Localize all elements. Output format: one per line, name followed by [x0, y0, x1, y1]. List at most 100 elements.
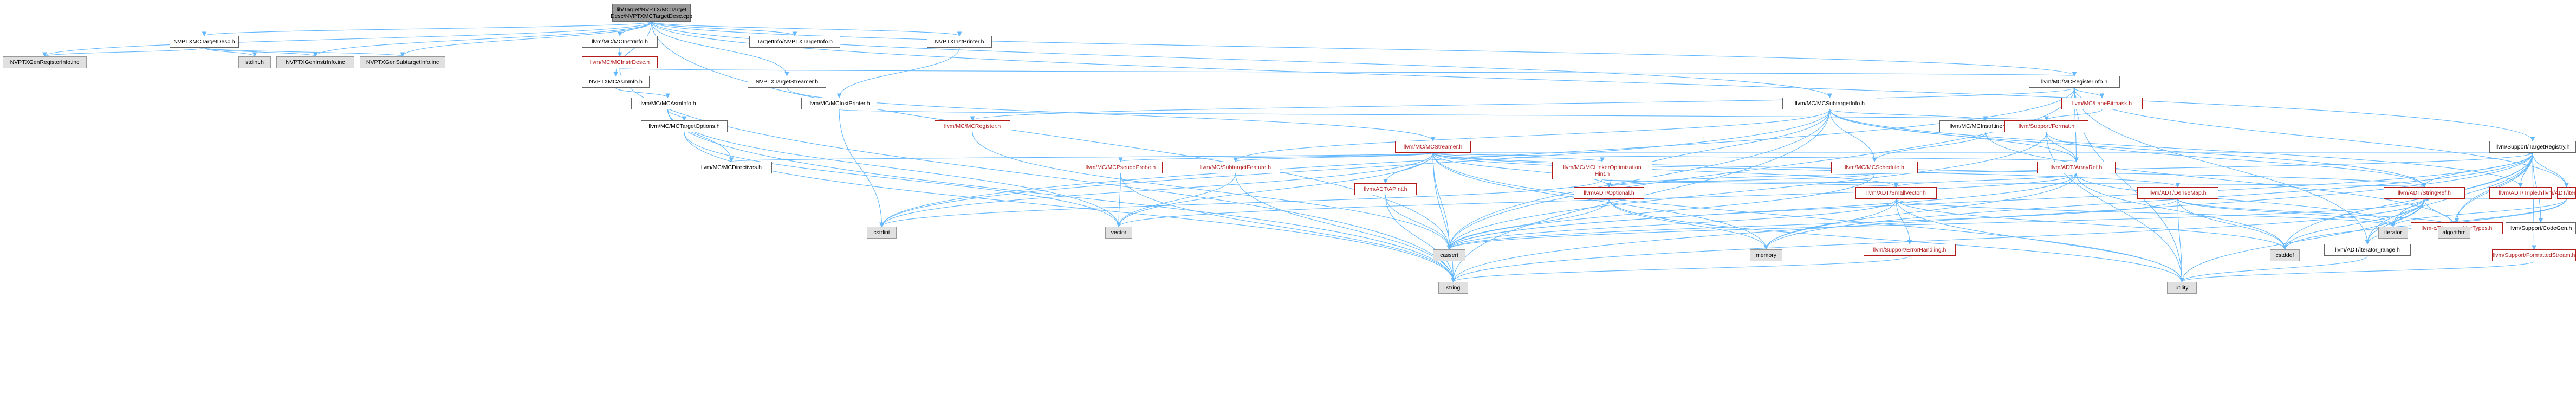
graph-node-fmtstream[interactable]: llvm/Support/FormattedStream.h [2492, 249, 2576, 261]
graph-edge-densemap-to-iterator [2177, 198, 2396, 228]
graph-edge-arrayref-to-cassert [1446, 173, 2077, 250]
graph-edge-arrayref-to-smallvector [1893, 173, 2077, 188]
graph-edge-format-to-cassert [1446, 132, 2047, 250]
graph-node-subfeature[interactable]: llvm/MC/SubtargetFeature.h [1191, 162, 1280, 173]
graph-edge-mcasminfo-to-mctargetopts [667, 109, 687, 121]
graph-edge-root-to-tstreamer [651, 21, 789, 77]
graph-edge-densemap-to-algorithm [2177, 198, 2457, 228]
graph-edge-root-to-cassert [651, 21, 1452, 250]
graph-edge-instprinter-to-mcinstprinter [836, 47, 960, 99]
graph-edge-mcstreamer-to-densemap [1432, 152, 2181, 188]
graph-edge-fmtstream-to-utility [2179, 261, 2535, 283]
graph-edge-subfeature-to-string [1235, 173, 1456, 283]
graph-edge-errorhandling-to-string [1451, 255, 1910, 283]
graph-edge-mcstreamer-to-apint [1383, 152, 1433, 184]
graph-edge-smallvector-to-iterator [1896, 198, 2396, 228]
graph-edge-mcinstrdesc-to-string [619, 68, 1456, 283]
graph-node-lanebitmask[interactable]: llvm/MC/LaneBitmask.h [2061, 98, 2143, 109]
graph-node-mcasminfo[interactable]: llvm/MC/MCAsmInfo.h [631, 98, 704, 109]
graph-edge-arrayref-to-iterator [2075, 173, 2396, 228]
graph-edge-mctargetopts-to-string [684, 132, 1456, 283]
graph-node-densemap[interactable]: llvm/ADT/DenseMap.h [2137, 187, 2218, 199]
graph-node-mcinstrdesc[interactable]: llvm/MC/MCInstrDesc.h [582, 56, 658, 68]
graph-edge-root-to-genreg [42, 21, 652, 57]
graph-node-stringref[interactable]: llvm/ADT/StringRef.h [2384, 187, 2465, 199]
graph-edge-root-to-geninstr [313, 21, 652, 57]
graph-edge-format-to-utility [2046, 132, 2184, 283]
graph-node-mcregister[interactable]: llvm/MC/MCRegister.h [935, 120, 1010, 132]
graph-edge-mcsubtarget-to-mcschedule [1829, 109, 1877, 163]
graph-edge-arrayref-to-memory [1763, 173, 2077, 250]
graph-edge-stringref-to-cstddef [2282, 198, 2425, 250]
graph-node-root[interactable]: lib/Target/NVPTX/MCTarget Desc/NVPTXMCTa… [611, 4, 692, 22]
graph-node-arrayref[interactable]: llvm/ADT/ArrayRef.h [2037, 162, 2116, 173]
graph-node-iterrange[interactable]: llvm/ADT/iterator_range.h [2324, 244, 2411, 256]
graph-node-tstreamer[interactable]: NVPTXTargetStreamer.h [748, 76, 826, 88]
graph-node-mcstreamer[interactable]: llvm/MC/MCStreamer.h [1395, 141, 1471, 153]
graph-node-linkeropt[interactable]: llvm/MC/MCLinkerOptimization Hint.h [1552, 162, 1652, 179]
graph-node-mcreginfo[interactable]: llvm/MC/MCRegisterInfo.h [2029, 76, 2120, 88]
graph-edge-optional-to-memory [1608, 198, 1769, 250]
graph-edge-root-to-nvptxmctd [202, 21, 652, 37]
graph-node-targetreg[interactable]: llvm/Support/TargetRegistry.h [2489, 141, 2576, 153]
graph-edge-mcsubtarget-to-triple [1829, 109, 2523, 188]
graph-edge-mcsubtarget-to-cstdint [879, 109, 1831, 228]
graph-node-mcinstprinter[interactable]: llvm/MC/MCInstPrinter.h [801, 98, 877, 109]
graph-node-triple[interactable]: llvm/ADT/Triple.h [2489, 187, 2552, 199]
graph-edge-mcreginfo-to-mcregister [970, 87, 2075, 121]
graph-edge-targetreg-to-iteratorh [2532, 152, 2569, 188]
graph-node-genreg: NVPTXGenRegisterInfo.inc [3, 56, 87, 68]
graph-edge-format-to-arrayref [2046, 132, 2079, 163]
graph-edge-arrayref-to-cstddef [2075, 173, 2287, 250]
graph-edge-mcschedule-to-optional [1606, 173, 1875, 188]
graph-edge-iterrange-to-utility [2179, 255, 2368, 283]
graph-edge-densemap-to-cassert [1446, 198, 2178, 250]
graph-edge-mcstreamer-to-optional [1432, 152, 1612, 188]
graph-edge-mcinstprinter-to-cstdint [839, 109, 884, 228]
graph-node-mcinstrinfo[interactable]: llvm/MC/MCInstrInfo.h [582, 36, 658, 48]
graph-node-codegen[interactable]: llvm/Support/CodeGen.h [2506, 222, 2576, 234]
graph-node-pseudoprobe[interactable]: llvm/MC/MCPseudoProbe.h [1079, 162, 1163, 173]
graph-edge-linkeropt-to-cstdint [879, 179, 1603, 228]
graph-node-mctargetopts[interactable]: llvm/MC/MCTargetOptions.h [641, 120, 728, 132]
graph-node-mcdirectives[interactable]: llvm/MC/MCDirectives.h [691, 162, 772, 173]
graph-edge-mcstreamer-to-cstdint [879, 152, 1433, 228]
graph-edge-mcsubtarget-to-cassert [1446, 109, 1831, 250]
graph-edge-stringref-to-cassert [1446, 198, 2425, 250]
graph-node-nvptxmctd[interactable]: NVPTXMCTargetDesc.h [170, 36, 239, 48]
graph-node-instprinter[interactable]: NVPTXInstPrinter.h [927, 36, 992, 48]
graph-edge-root-to-gensub [400, 21, 652, 57]
graph-node-mcsubtarget[interactable]: llvm/MC/MCSubtargetInfo.h [1782, 98, 1877, 109]
graph-node-optional[interactable]: llvm/ADT/Optional.h [1574, 187, 1644, 199]
graph-edge-arrayref-to-vector [1116, 173, 2077, 228]
graph-node-tinfo[interactable]: TargetInfo/NVPTXTargetInfo.h [749, 36, 840, 48]
graph-node-format[interactable]: llvm/Support/Format.h [2004, 120, 2088, 132]
graph-edge-targetreg-to-triple [2518, 152, 2533, 188]
graph-edge-smallvector-to-errorhandling [1896, 198, 1912, 245]
graph-edge-mcreginfo-to-cassert [1446, 87, 2075, 250]
graph-edge-apint-to-cassert [1385, 195, 1452, 250]
graph-node-apint[interactable]: llvm/ADT/APInt.h [1354, 183, 1417, 195]
graph-edge-mctargetopts-to-vector [684, 132, 1121, 228]
graph-edge-densemap-to-utility [2177, 198, 2184, 283]
graph-edge-mcstreamer-to-smallvector [1432, 152, 1899, 188]
graph-edge-mcinstprinter-to-format [839, 109, 2048, 121]
graph-edge-mcsubtarget-to-stringref [1829, 109, 2427, 188]
graph-node-string: string [1438, 282, 1468, 294]
graph-node-smallvector[interactable]: llvm/ADT/SmallVector.h [1855, 187, 1937, 199]
graph-edge-apint-to-string [1385, 195, 1456, 283]
graph-edge-mcsubtarget-to-subfeature [1233, 109, 1831, 163]
graph-node-errorhandling[interactable]: llvm/Support/ErrorHandling.h [1864, 244, 1956, 256]
graph-edge-root-to-tinfo [651, 21, 797, 37]
graph-edge-mcreginfo-to-cstdint [879, 87, 2075, 228]
graph-node-mcschedule[interactable]: llvm/MC/MCSchedule.h [1831, 162, 1918, 173]
graph-edge-mcstreamer-to-arrayref [1432, 152, 2078, 163]
graph-node-algorithm: algorithm [2438, 227, 2470, 239]
graph-edge-mcstreamer-to-pseudoprobe [1118, 152, 1433, 163]
graph-node-gensub: NVPTXGenSubtargetInfo.inc [360, 56, 445, 68]
graph-node-iteratorh[interactable]: llvm/ADT/iterator.h [2543, 187, 2576, 199]
graph-node-asminfo[interactable]: NVPTXMCAsmInfo.h [582, 76, 650, 88]
graph-edge-nvptxmctd-to-genreg [42, 47, 205, 57]
graph-edge-pseudoprobe-to-vector [1116, 173, 1121, 228]
graph-node-cstdint: cstdint [867, 227, 897, 239]
